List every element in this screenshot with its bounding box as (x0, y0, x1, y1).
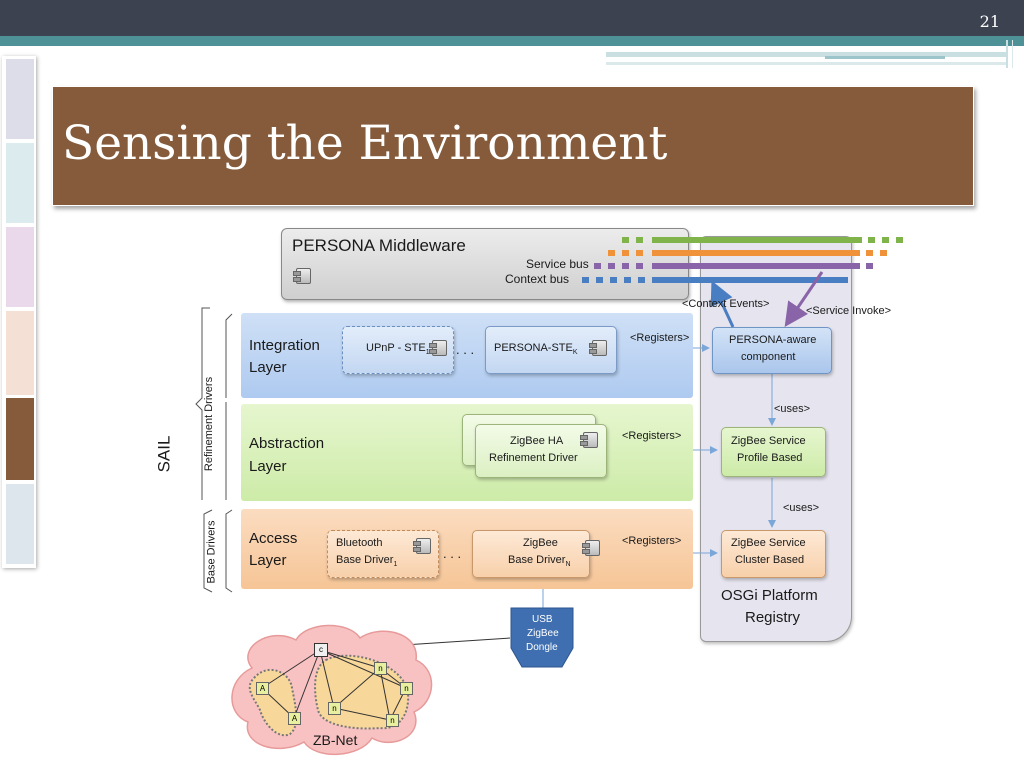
abstraction-layer-label-line2: Layer (249, 458, 287, 475)
abstraction-layer-label-line1: Abstraction (249, 435, 325, 452)
bus-line-orange (608, 250, 887, 256)
middleware-title: PERSONA Middleware (292, 236, 466, 255)
component-icon (429, 340, 447, 356)
middleware-box (281, 228, 689, 300)
refinement-drivers-label: Refinement Drivers (203, 376, 216, 472)
top-bar (0, 0, 1024, 36)
page-number: 21 (979, 12, 1000, 31)
context-events-label: <Context Events> (682, 298, 770, 310)
access-layer (241, 509, 693, 589)
accent-line (1012, 40, 1013, 68)
dongle-label-line3: Dongle (526, 642, 558, 653)
accent-bar (0, 36, 1024, 46)
bluetooth-label-subscript: 1 (393, 561, 398, 569)
strip-swatch (6, 311, 34, 395)
persona-ste-label: PERSONA-STEK (494, 342, 578, 356)
service-bus-label: Service bus (526, 257, 589, 271)
osgi-label-line1: OSGi Platform (721, 587, 818, 604)
zigbee-cluster-label-line2: Cluster Based (735, 554, 805, 566)
strip-swatch (6, 227, 34, 307)
zigbee-profile-label-line2: Profile Based (737, 452, 803, 464)
strip-swatch (6, 484, 34, 564)
osgi-label-line2: Registry (745, 609, 801, 626)
uses-label: <uses> (774, 403, 811, 415)
coordinator-node: c (314, 643, 328, 657)
persona-aware-label-line1: PERSONA-aware (729, 334, 817, 346)
zigbee-base-label-text: Base Driver (508, 554, 566, 566)
upnp-ste-text: UPnP - STE (366, 342, 426, 354)
registers-label: <Registers> (622, 430, 682, 442)
zigbee-base-driver-box (472, 530, 590, 578)
node-n: n (400, 682, 413, 695)
zigbee-profile-label-line1: ZigBee Service (731, 435, 806, 447)
access-layer-label-line2: Layer (249, 552, 287, 569)
persona-ste-text: PERSONA-STE (494, 342, 573, 354)
strip-swatch (6, 143, 34, 223)
component-icon (580, 432, 598, 448)
node-n: n (374, 662, 387, 675)
zigbee-base-label-line2: Base DriverN (508, 554, 571, 568)
access-layer-label-line1: Access (249, 530, 298, 547)
persona-ste-subscript: K (572, 349, 578, 357)
context-bus-line (582, 277, 848, 283)
node-n: n (328, 702, 341, 715)
zb-net-cloud (231, 624, 433, 755)
bluetooth-label-text: Base Driver (336, 554, 394, 566)
accent-line (606, 62, 1008, 65)
slide-thumbnail-strip (2, 56, 36, 568)
bus-line-purple (594, 263, 873, 269)
node-a: A (288, 712, 301, 725)
strip-swatch (6, 398, 34, 480)
zigbee-ha-label-line2: Refinement Driver (489, 452, 578, 464)
component-icon (582, 540, 600, 556)
bluetooth-label-line1: Bluetooth (336, 537, 383, 549)
service-invoke-label: <Service Invoke> (806, 305, 891, 317)
component-icon (413, 538, 431, 554)
node-a: A (256, 682, 269, 695)
ellipsis: . . . (456, 342, 475, 357)
context-bus-label: Context bus (505, 272, 570, 286)
uses-label: <uses> (783, 502, 820, 514)
title-banner (52, 86, 974, 206)
zigbee-ha-label-line1: ZigBee HA (510, 435, 564, 447)
persona-aware-label-line2: component (741, 351, 796, 363)
ellipsis: . . . (443, 546, 462, 561)
base-drivers-label: Base Drivers (205, 520, 218, 584)
accent-line (606, 52, 1008, 57)
zigbee-ha-driver-box (475, 424, 607, 478)
upnp-ste-label: UPnP - STE1 (366, 342, 430, 356)
zb-net-label: ZB-Net (313, 732, 358, 748)
zigbee-base-label-line1: ZigBee (523, 537, 558, 549)
page-title: Sensing the Environment (62, 116, 668, 171)
component-icon (293, 268, 311, 284)
bluetooth-label-line2: Base Driver1 (336, 554, 397, 568)
integration-layer (241, 313, 693, 398)
zigbee-service-cluster-box (721, 530, 826, 578)
component-icon (589, 340, 607, 356)
zigbee-cluster-label-line1: ZigBee Service (731, 537, 806, 549)
node-n: n (386, 714, 399, 727)
dongle-label-line2: ZigBee (527, 628, 559, 639)
accent-line (1006, 40, 1008, 68)
service-bus-line (622, 237, 903, 243)
registers-label: <Registers> (630, 332, 690, 344)
registers-label: <Registers> (622, 535, 682, 547)
integration-layer-label-line2: Layer (249, 359, 287, 376)
zigbee-service-profile-box (721, 427, 826, 477)
upnp-ste-subscript: 1 (425, 349, 430, 357)
usb-dongle-shape (510, 607, 574, 668)
sail-label: SAIL (154, 435, 174, 473)
integration-layer-label-line1: Integration (249, 337, 320, 354)
persona-aware-component-box (712, 327, 832, 374)
accent-line (825, 56, 945, 59)
dongle-label-line1: USB (532, 614, 553, 625)
strip-swatch (6, 59, 34, 139)
zigbee-base-label-subscript: N (565, 561, 571, 569)
